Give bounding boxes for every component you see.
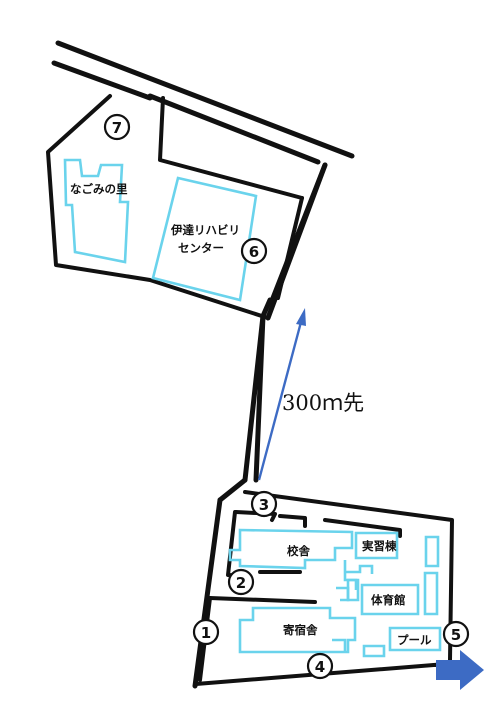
marker-7: 7: [103, 113, 131, 141]
rehab-site-enclosure: [46, 94, 304, 320]
building-pool-outline: [388, 626, 442, 652]
marker-2-number: 2: [236, 574, 246, 592]
label-date-rehab-line2: センター: [178, 241, 224, 255]
label-jisshu: 実習棟: [362, 539, 397, 553]
marker-3-number: 3: [259, 496, 269, 514]
building-date-rehab-outline: [151, 176, 258, 302]
road-network: [51, 40, 355, 689]
label-kosha: 校舎: [287, 544, 310, 558]
building-labels: なごみの里 伊達リハビリ センター 校舎 実習棟 体育館 寄宿舎 プール: [70, 182, 432, 647]
label-kishuku: 寄宿舎: [283, 623, 318, 637]
label-nagomi: なごみの里: [70, 182, 128, 196]
building-nagomi-outline: [63, 158, 130, 264]
marker-2: 2: [227, 568, 255, 596]
buildings: [63, 158, 442, 658]
building-jisshu-outline: [354, 531, 399, 560]
marker-3: 3: [250, 490, 278, 518]
distance-label: 300ｍ先: [282, 391, 364, 415]
marker-5: 5: [442, 620, 470, 648]
exit-arrow-east: [436, 650, 484, 690]
marker-1: 1: [192, 618, 220, 646]
label-pool: プール: [397, 633, 432, 647]
marker-5-number: 5: [451, 626, 461, 644]
marker-4-number: 4: [315, 658, 325, 676]
marker-6: 6: [240, 237, 268, 265]
marker-1-number: 1: [201, 624, 211, 642]
label-date-rehab-line1: 伊達リハビリ: [170, 223, 240, 237]
building-kishuku-outline: [238, 606, 357, 654]
marker-7-number: 7: [112, 119, 122, 137]
label-taiiku: 体育館: [371, 593, 406, 607]
direction-arrow-north: [257, 308, 306, 481]
building-kosha-outline: [228, 528, 354, 570]
marker-6-number: 6: [249, 243, 259, 261]
building-taiiku-outline: [360, 583, 420, 616]
marker-4: 4: [306, 652, 334, 680]
